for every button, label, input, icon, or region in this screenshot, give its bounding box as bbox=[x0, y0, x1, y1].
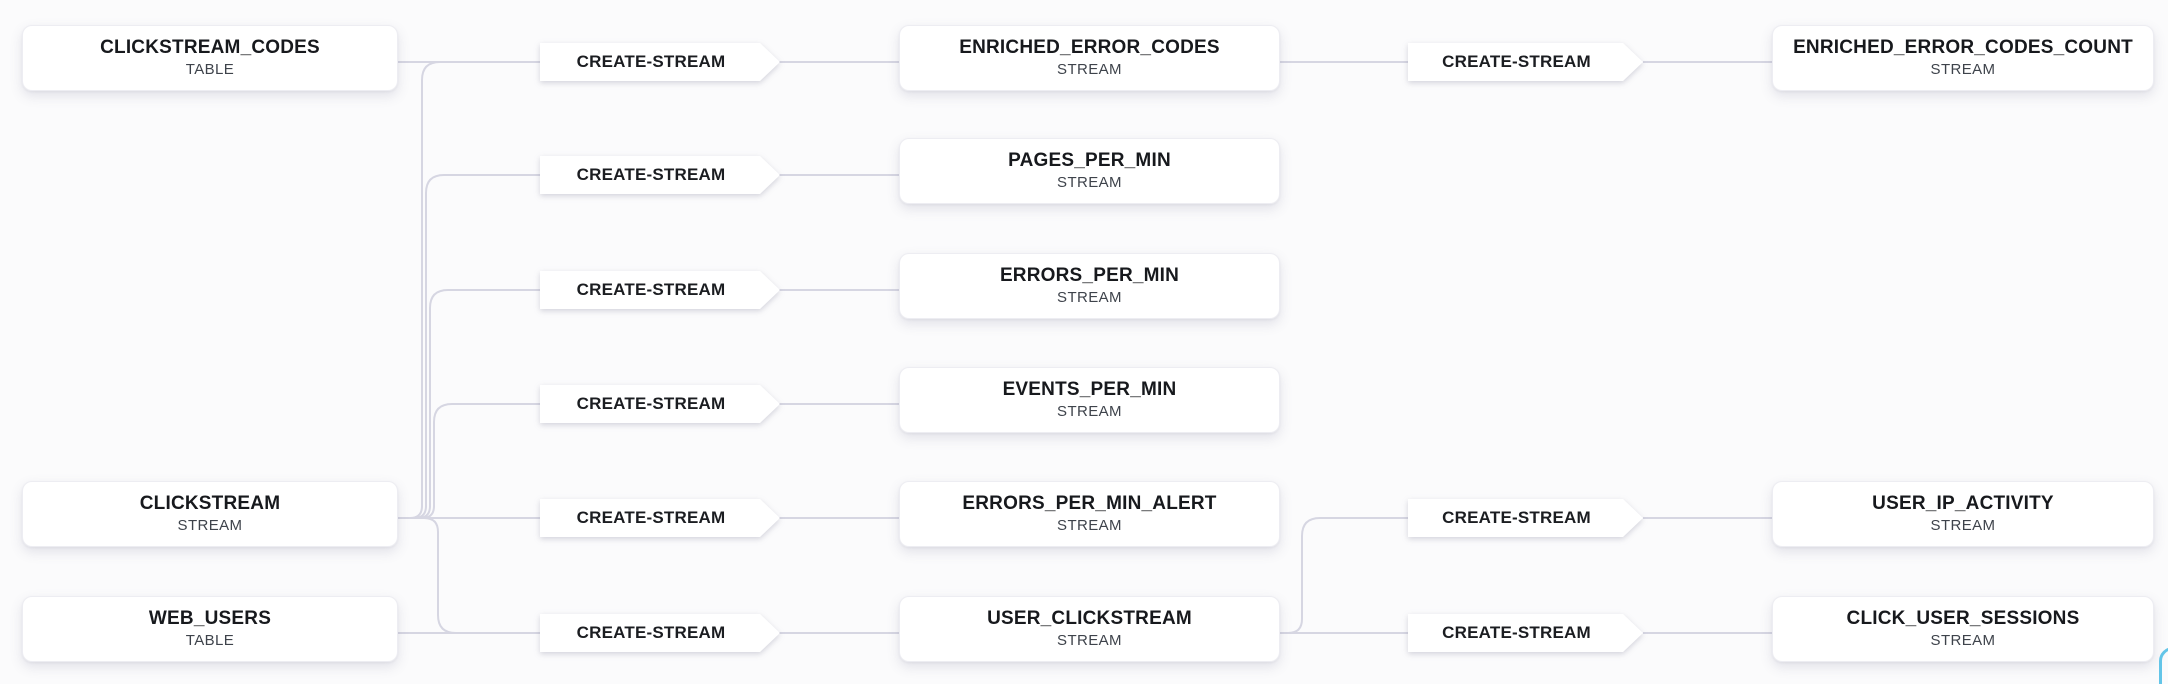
op-label: CREATE-STREAM bbox=[576, 52, 726, 71]
edge-user-clickstream-op8 bbox=[1280, 517, 1408, 634]
op-create-stream-7[interactable]: CREATE-STREAM bbox=[1408, 43, 1643, 81]
node-title: PAGES_PER_MIN bbox=[1008, 150, 1171, 172]
edge-clickstream-op6 bbox=[398, 517, 540, 634]
node-title: ERRORS_PER_MIN bbox=[999, 265, 1180, 287]
node-title: WEB_USERS bbox=[148, 608, 272, 630]
node-type-label: STREAM bbox=[1057, 174, 1122, 192]
op-label: CREATE-STREAM bbox=[576, 508, 726, 527]
node-type-label: STREAM bbox=[1930, 517, 1996, 535]
node-web-users[interactable]: WEB_USERS TABLE bbox=[22, 596, 398, 662]
op-label: CREATE-STREAM bbox=[576, 623, 726, 642]
op-label: CREATE-STREAM bbox=[576, 394, 726, 413]
node-type-label: STREAM bbox=[1930, 61, 1996, 79]
node-type-label: STREAM bbox=[1057, 289, 1122, 307]
op-label: CREATE-STREAM bbox=[1442, 52, 1591, 71]
node-errors-per-min[interactable]: ERRORS_PER_MIN STREAM bbox=[899, 253, 1280, 319]
op-create-stream-9[interactable]: CREATE-STREAM bbox=[1408, 614, 1643, 652]
chevron-shape: CREATE-STREAM bbox=[540, 614, 780, 652]
node-enriched-error-codes-count[interactable]: ENRICHED_ERROR_CODES_COUNT STREAM bbox=[1772, 25, 2154, 91]
node-type-label: STREAM bbox=[1057, 403, 1122, 421]
node-click-user-sessions[interactable]: CLICK_USER_SESSIONS STREAM bbox=[1772, 596, 2154, 662]
node-type-label: STREAM bbox=[1057, 632, 1122, 650]
chevron-shape: CREATE-STREAM bbox=[540, 43, 780, 81]
chevron-shape: CREATE-STREAM bbox=[540, 271, 780, 309]
edge-clickstream-op4 bbox=[398, 403, 540, 519]
node-title: ENRICHED_ERROR_CODES_COUNT bbox=[1793, 37, 2133, 59]
op-create-stream-5[interactable]: CREATE-STREAM bbox=[540, 499, 780, 537]
node-enriched-error-codes[interactable]: ENRICHED_ERROR_CODES STREAM bbox=[899, 25, 1280, 91]
node-type-label: STREAM bbox=[1930, 632, 1996, 650]
node-title: CLICKSTREAM_CODES bbox=[100, 37, 320, 59]
node-errors-per-min-alert[interactable]: ERRORS_PER_MIN_ALERT STREAM bbox=[899, 481, 1280, 547]
node-user-clickstream[interactable]: USER_CLICKSTREAM STREAM bbox=[899, 596, 1280, 662]
chevron-shape: CREATE-STREAM bbox=[540, 499, 780, 537]
op-label: CREATE-STREAM bbox=[1442, 623, 1591, 642]
node-type-label: STREAM bbox=[177, 517, 243, 535]
node-title: CLICKSTREAM bbox=[139, 493, 281, 515]
op-label: CREATE-STREAM bbox=[576, 280, 726, 299]
node-clickstream-codes[interactable]: CLICKSTREAM_CODES TABLE bbox=[22, 25, 398, 91]
node-pages-per-min[interactable]: PAGES_PER_MIN STREAM bbox=[899, 138, 1280, 204]
node-title: CLICK_USER_SESSIONS bbox=[1846, 608, 2080, 630]
chevron-shape: CREATE-STREAM bbox=[540, 385, 780, 423]
op-create-stream-4[interactable]: CREATE-STREAM bbox=[540, 385, 780, 423]
node-title: ENRICHED_ERROR_CODES bbox=[959, 37, 1220, 59]
chevron-shape: CREATE-STREAM bbox=[1408, 499, 1643, 537]
op-create-stream-2[interactable]: CREATE-STREAM bbox=[540, 156, 780, 194]
node-events-per-min[interactable]: EVENTS_PER_MIN STREAM bbox=[899, 367, 1280, 433]
node-type-label: STREAM bbox=[1057, 61, 1122, 79]
chevron-shape: CREATE-STREAM bbox=[1408, 614, 1643, 652]
chevron-shape: CREATE-STREAM bbox=[1408, 43, 1643, 81]
node-type-label: STREAM bbox=[1057, 517, 1122, 535]
op-create-stream-6[interactable]: CREATE-STREAM bbox=[540, 614, 780, 652]
chevron-shape: CREATE-STREAM bbox=[540, 156, 780, 194]
node-title: EVENTS_PER_MIN bbox=[1002, 379, 1177, 401]
op-label: CREATE-STREAM bbox=[576, 165, 726, 184]
node-title: ERRORS_PER_MIN_ALERT bbox=[962, 493, 1217, 515]
op-create-stream-3[interactable]: CREATE-STREAM bbox=[540, 271, 780, 309]
selected-node-outline[interactable] bbox=[2159, 647, 2168, 684]
node-user-ip-activity[interactable]: USER_IP_ACTIVITY STREAM bbox=[1772, 481, 2154, 547]
op-create-stream-8[interactable]: CREATE-STREAM bbox=[1408, 499, 1643, 537]
op-label: CREATE-STREAM bbox=[1442, 508, 1591, 527]
node-type-label: TABLE bbox=[185, 632, 235, 650]
node-clickstream[interactable]: CLICKSTREAM STREAM bbox=[22, 481, 398, 547]
node-type-label: TABLE bbox=[185, 61, 235, 79]
op-create-stream-1[interactable]: CREATE-STREAM bbox=[540, 43, 780, 81]
node-title: USER_CLICKSTREAM bbox=[987, 608, 1192, 630]
node-title: USER_IP_ACTIVITY bbox=[1872, 493, 2054, 515]
edge-clickstream-op2 bbox=[398, 174, 540, 519]
